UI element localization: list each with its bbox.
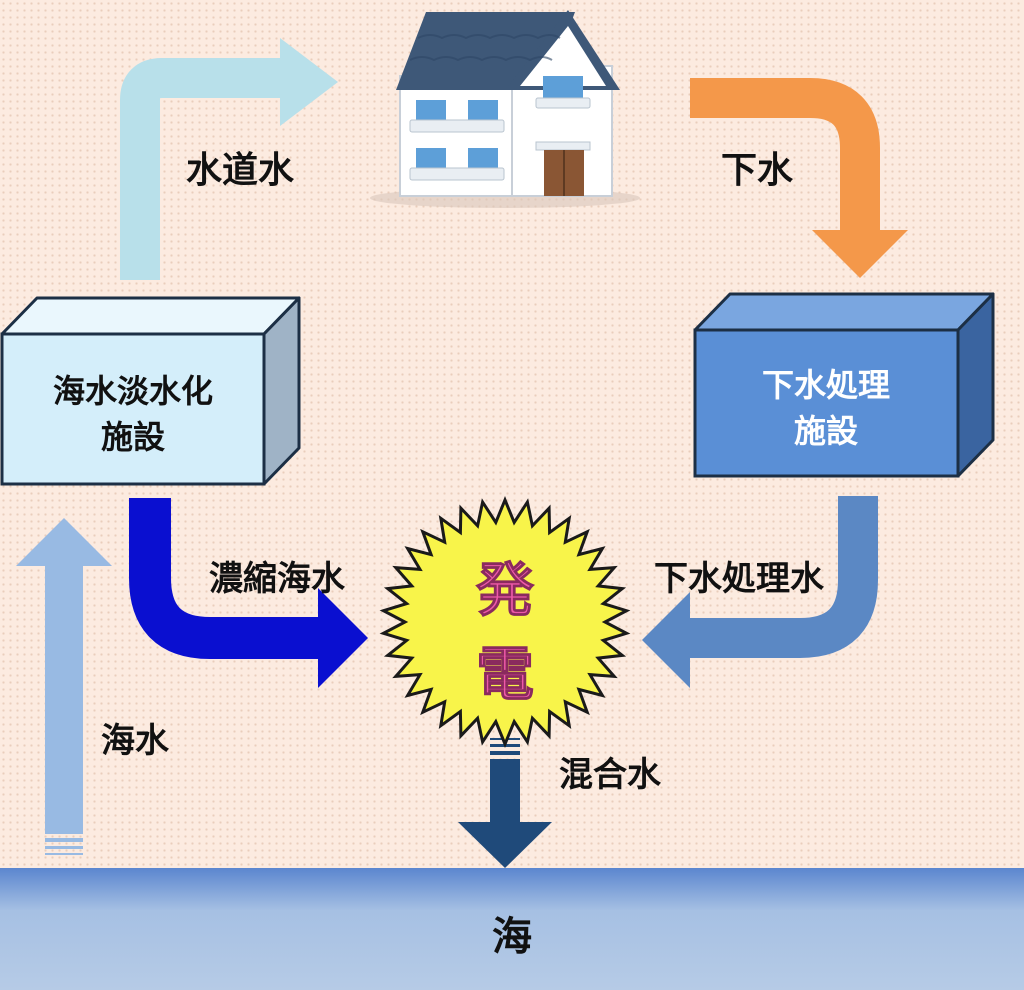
- seawater-arrow-stripe: [45, 838, 83, 842]
- seawater-arrow-stripe: [45, 846, 83, 849]
- sea-band: [0, 868, 1024, 990]
- mixed-water-label: 混合水: [559, 755, 662, 795]
- concentrated-seawater-arrow: [129, 498, 322, 659]
- sea-label: 海: [492, 914, 532, 960]
- treated-sewage-label: 下水処理水: [654, 559, 825, 599]
- mixed-water-arrow: [490, 759, 520, 823]
- sewage-arrow: [690, 78, 880, 238]
- tap-water-label: 水道水: [186, 150, 295, 191]
- mixed-water-arrowhead: [458, 822, 552, 868]
- power-generation-burst: [379, 496, 631, 748]
- seawater-label: 海水: [101, 721, 170, 761]
- concentrated-seawater-arrowhead: [318, 588, 368, 688]
- desalination-plant-box: [0, 296, 301, 486]
- power-generation-label-line2: 電: [476, 640, 534, 708]
- desalination-plant-label-line1: 海水淡水化: [53, 372, 213, 410]
- desalination-plant-label-line2: 施設: [101, 418, 165, 456]
- house-icon: [370, 10, 640, 208]
- sewage-treatment-plant-box: [693, 292, 995, 478]
- seawater-arrow-stripe: [45, 853, 83, 855]
- treated-sewage-arrow: [686, 496, 878, 658]
- treated-sewage-arrowhead: [642, 592, 690, 688]
- sewage-arrowhead: [812, 230, 908, 278]
- seawater-arrowhead: [16, 518, 112, 566]
- sewage-treatment-plant-label-line1: 下水処理: [762, 366, 890, 404]
- tap-water-arrowhead: [280, 38, 338, 126]
- seawater-arrow: [45, 562, 83, 834]
- sewage-label: 下水: [721, 150, 794, 191]
- concentrated-seawater-label: 濃縮海水: [209, 559, 346, 599]
- tap-water-arrow: [120, 58, 282, 280]
- power-generation-label-line1: 発: [476, 556, 535, 624]
- mixed-water-arrow-stripe: [490, 751, 520, 755]
- sewage-treatment-plant-label-line2: 施設: [794, 412, 858, 450]
